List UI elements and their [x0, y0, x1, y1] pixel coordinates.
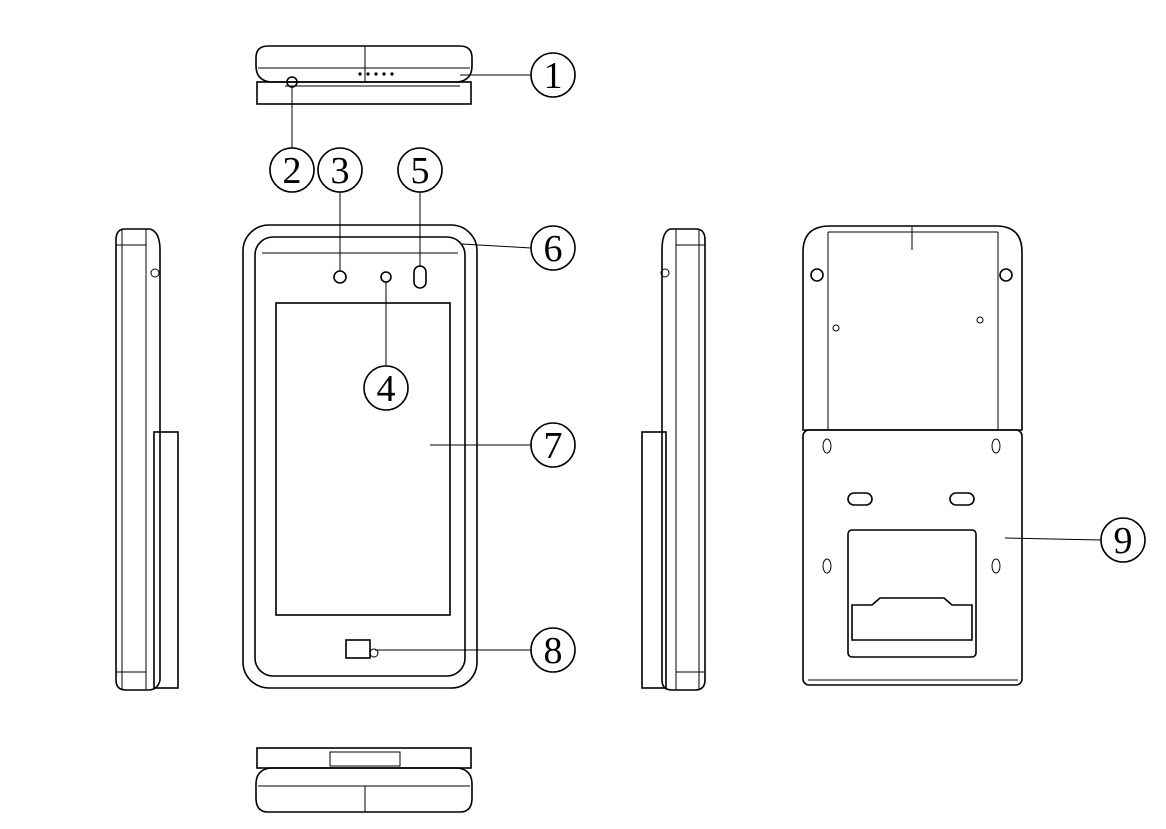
svg-text:9: 9	[1114, 520, 1133, 562]
back-view	[802, 225, 1023, 686]
callout-4: 4	[363, 365, 409, 411]
svg-text:1: 1	[544, 55, 563, 97]
leader-lines	[291, 74, 1102, 651]
front-view	[242, 224, 478, 689]
callout-2: 2	[269, 147, 315, 193]
callout-1: 1	[530, 52, 576, 98]
svg-text:7: 7	[544, 425, 563, 467]
svg-text:5: 5	[411, 150, 430, 192]
callout-7: 7	[530, 422, 576, 468]
sensor-icon	[380, 271, 392, 283]
pogo-pins-icon	[358, 72, 394, 76]
callout-9: 9	[1100, 517, 1146, 563]
camera-icon	[333, 270, 347, 284]
callout-8: 8	[530, 627, 576, 673]
svg-text:6: 6	[544, 228, 563, 270]
svg-text:8: 8	[544, 630, 563, 672]
card-reader-icon	[345, 639, 371, 659]
top-view	[255, 45, 473, 105]
callout-5: 5	[397, 147, 443, 193]
callout-3: 3	[317, 147, 363, 193]
svg-text:3: 3	[331, 150, 350, 192]
callout-6: 6	[530, 225, 576, 271]
bottom-view	[255, 747, 473, 813]
left-side-view	[115, 228, 179, 691]
right-side-view	[641, 228, 706, 691]
svg-text:2: 2	[283, 150, 302, 192]
ir-light-icon	[413, 265, 427, 289]
screen	[275, 302, 451, 616]
svg-text:4: 4	[377, 368, 396, 410]
